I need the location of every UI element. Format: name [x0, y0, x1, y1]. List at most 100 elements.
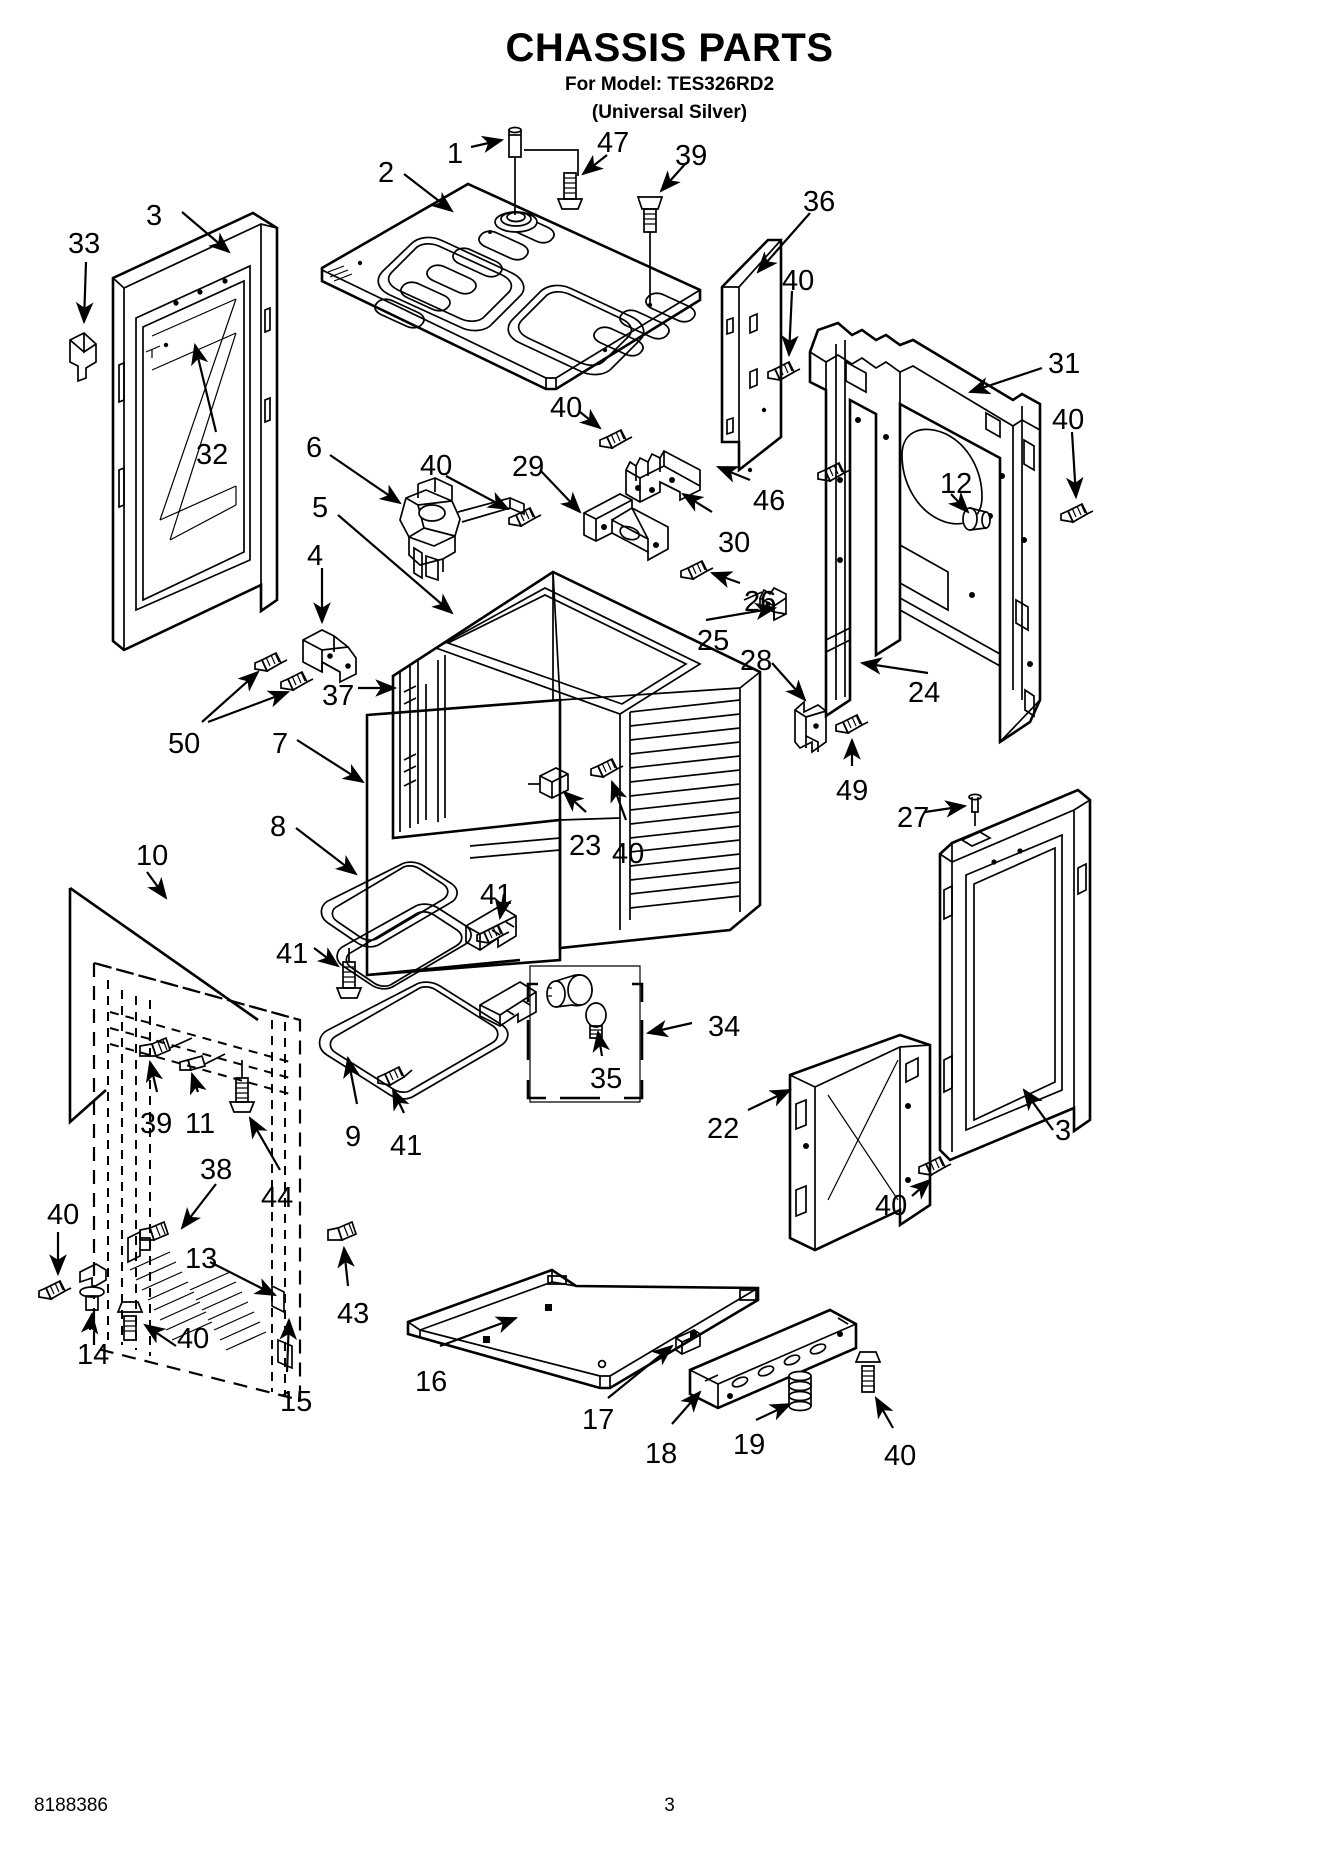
callout-39-b: 39	[140, 1108, 173, 1140]
bake-element-9-part	[318, 981, 537, 1100]
callout-34: 34	[708, 1011, 741, 1043]
callout-35: 35	[590, 1063, 623, 1095]
callout-40-d: 40	[420, 450, 453, 482]
screw-39-b-part	[139, 1036, 193, 1058]
oven-door-right-part	[938, 788, 1092, 1162]
callout-33: 33	[68, 228, 101, 260]
callout-36: 36	[803, 186, 836, 218]
screw-50-b-part	[280, 670, 314, 692]
screw-47-part	[556, 172, 584, 210]
callout-28: 28	[740, 645, 773, 677]
color-subtitle: (Universal Silver)	[591, 102, 748, 123]
page-number: 3	[664, 1795, 675, 1816]
screw-40-e-part	[590, 757, 624, 779]
callout-5: 5	[312, 492, 329, 524]
callout-49: 49	[836, 775, 869, 807]
callout-1: 1	[447, 138, 464, 170]
callout-47: 47	[597, 127, 630, 159]
clip-13-part	[127, 1230, 151, 1264]
callout-40-i: 40	[884, 1440, 917, 1472]
screw-40-d-part	[508, 506, 542, 528]
callout-15: 15	[280, 1386, 313, 1418]
callout-40-e: 40	[612, 838, 645, 870]
callout-19: 19	[733, 1429, 766, 1461]
callout-40-h: 40	[177, 1323, 210, 1355]
bracket-4-part	[302, 629, 357, 684]
callout-11: 11	[185, 1108, 216, 1140]
screw-41-b-part	[335, 948, 363, 999]
page-title: CHASSIS PARTS	[505, 26, 834, 70]
callout-26: 26	[744, 586, 777, 618]
callout-31: 31	[1048, 348, 1081, 380]
callout-40-f: 40	[47, 1199, 80, 1231]
bracket-28-part	[794, 700, 827, 754]
oven-light-group	[526, 965, 644, 1103]
callout-9: 9	[345, 1121, 362, 1153]
oven-door-left-part	[111, 211, 279, 652]
callout-27: 27	[897, 802, 930, 834]
latch-assembly-30-part	[625, 449, 701, 503]
screw-40-f-part	[38, 1279, 72, 1301]
cooktop-part	[320, 182, 702, 391]
callout-40-b: 40	[1052, 404, 1085, 436]
door-clip-part	[69, 331, 97, 383]
callout-41-a: 41	[480, 879, 513, 911]
screw-40-b-part	[1060, 502, 1094, 524]
callout-43: 43	[337, 1298, 370, 1330]
thermostat-part	[399, 477, 525, 582]
document-number: 8188386	[34, 1795, 108, 1816]
rear-chassis-frame-part	[808, 321, 1042, 745]
screw-40-g-part	[918, 1155, 952, 1177]
sensor-23-part	[528, 767, 569, 799]
callout-8: 8	[270, 811, 287, 843]
callout-30: 30	[718, 527, 751, 559]
screw-43-part	[327, 1220, 358, 1242]
callout-18: 18	[645, 1438, 678, 1470]
callout-40-a: 40	[782, 265, 815, 297]
screw-40-i-part	[854, 1351, 882, 1393]
callout-25: 25	[697, 625, 730, 657]
screw-46-part	[817, 461, 851, 483]
callout-50: 50	[168, 728, 201, 760]
callout-29: 29	[512, 451, 545, 483]
callout-46: 46	[753, 485, 786, 517]
model-subtitle: For Model: TES326RD2	[564, 74, 775, 95]
bottom-panel-part	[406, 1268, 760, 1390]
callout-23: 23	[569, 830, 602, 862]
callout-6: 6	[306, 432, 323, 464]
screw-26-part	[680, 559, 714, 581]
right-side-panel-part	[788, 1033, 932, 1252]
screw-40-h-part	[116, 1301, 144, 1341]
callout-17: 17	[582, 1404, 615, 1436]
callout-24: 24	[908, 677, 941, 709]
screw-40-a-part	[767, 360, 801, 382]
callout-41-c: 41	[390, 1130, 423, 1162]
screw-41-a-part	[476, 923, 510, 945]
callout-40-g: 40	[875, 1190, 908, 1222]
screw-38-part	[139, 1220, 170, 1242]
callout-12: 12	[940, 468, 973, 500]
callout-32: 32	[196, 439, 229, 471]
callout-3-left: 3	[146, 200, 163, 232]
callout-44: 44	[261, 1182, 294, 1214]
callout-14: 14	[77, 1339, 110, 1371]
side-trim-panel-part	[720, 238, 783, 473]
callout-40-c: 40	[550, 392, 583, 424]
screw-11-part	[179, 1053, 226, 1072]
callout-3-right: 3	[1055, 1115, 1072, 1147]
latch-bracket-29-part	[583, 493, 669, 562]
screw-49-part	[835, 713, 869, 735]
callout-7: 7	[272, 728, 289, 760]
screw-39-top-part	[636, 196, 664, 308]
callout-39-top: 39	[675, 140, 708, 172]
callout-4: 4	[307, 540, 324, 572]
callout-16: 16	[415, 1366, 448, 1398]
oven-cavity-part	[365, 570, 762, 977]
callout-10: 10	[136, 840, 169, 872]
callout-41-b: 41	[276, 938, 309, 970]
callout-2: 2	[378, 157, 395, 189]
callout-13: 13	[185, 1243, 218, 1275]
screw-41-c-part	[377, 1065, 413, 1087]
screw-50-a-part	[254, 651, 288, 673]
